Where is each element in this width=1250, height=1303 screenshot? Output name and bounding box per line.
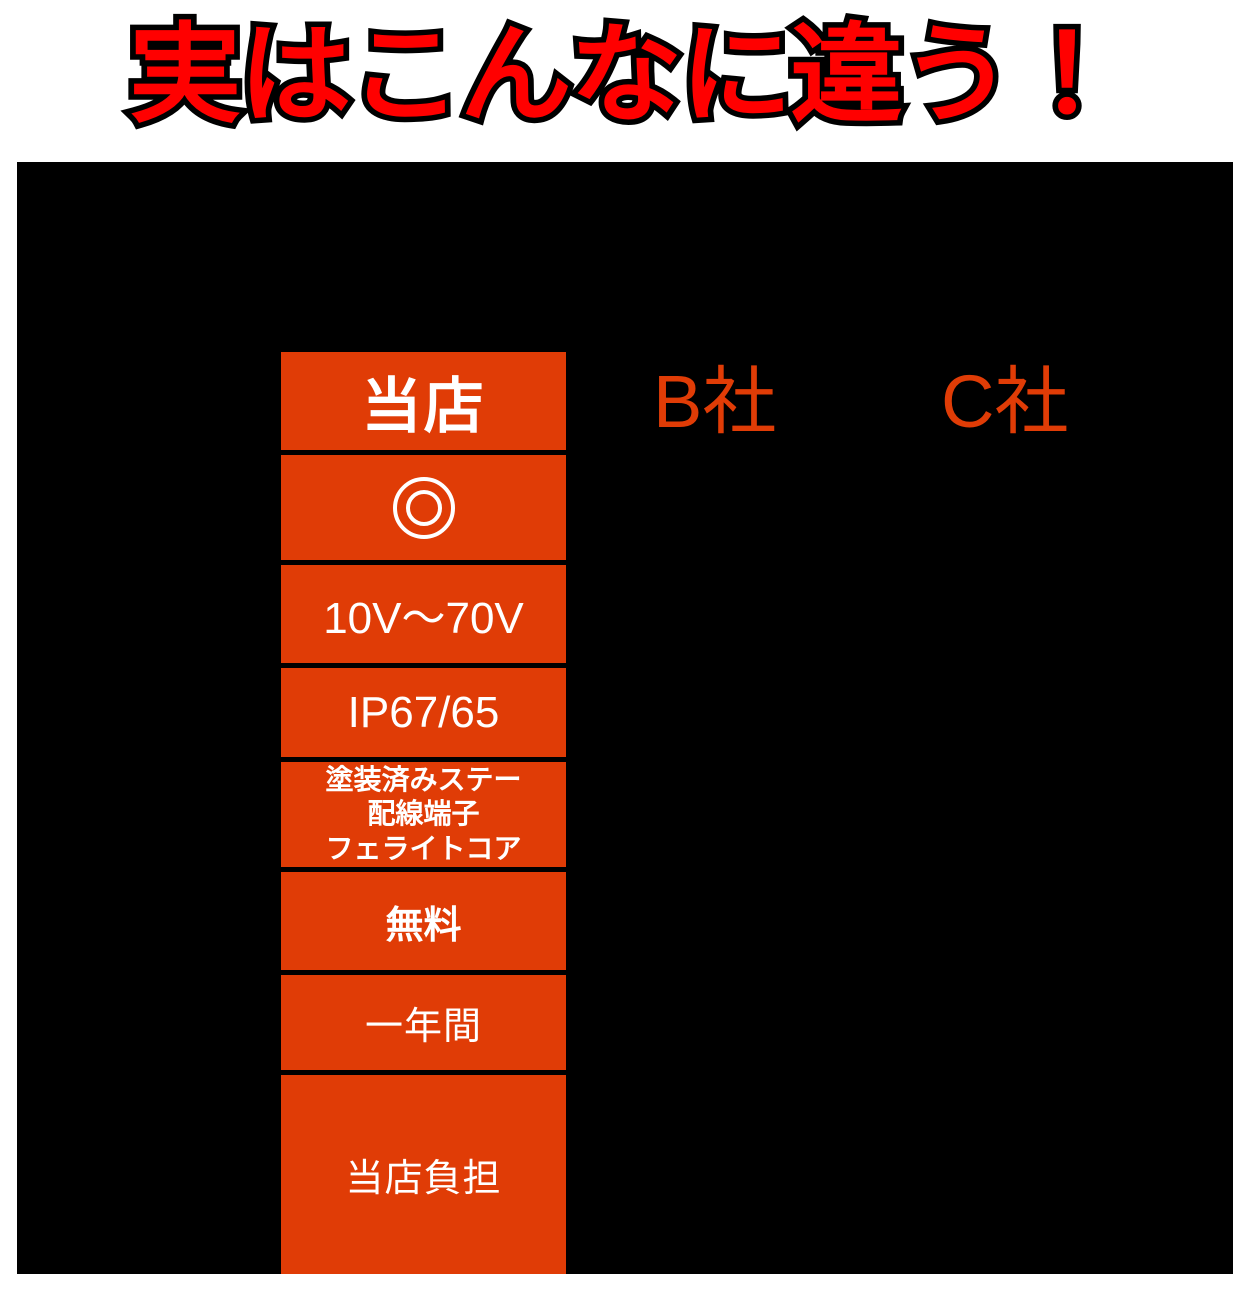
row-shipping-cost: 当店負担 — [281, 1075, 566, 1274]
row-quality-mark — [281, 455, 566, 565]
headline-banner: 実はこんなに違う！ — [0, 0, 1250, 150]
row-voltage-range: 10V〜70V — [281, 565, 566, 668]
row-warranty-period: 一年間 — [281, 975, 566, 1075]
column-header-company-c: C社 — [941, 360, 1069, 443]
column-header-company-b: B社 — [653, 360, 777, 443]
store-comparison-column: 当店 10V〜70V IP67/65 塗装済みステー 配線端子 フェライトコア … — [281, 352, 566, 1274]
row-waterproof-rating: IP67/65 — [281, 668, 566, 762]
row-included-accessories: 塗装済みステー 配線端子 フェライトコア — [281, 762, 566, 872]
accessory-line-3: フェライトコア — [325, 832, 522, 864]
row-installation-fee: 無料 — [281, 872, 566, 975]
comparison-panel — [17, 162, 1233, 1274]
store-column-header: 当店 — [281, 352, 566, 455]
accessory-line-1: 塗装済みステー — [325, 764, 522, 796]
accessory-line-2: 配線端子 — [367, 798, 480, 830]
double-circle-icon — [392, 476, 455, 539]
page-title: 実はこんなに違う！ — [123, 14, 1129, 135]
